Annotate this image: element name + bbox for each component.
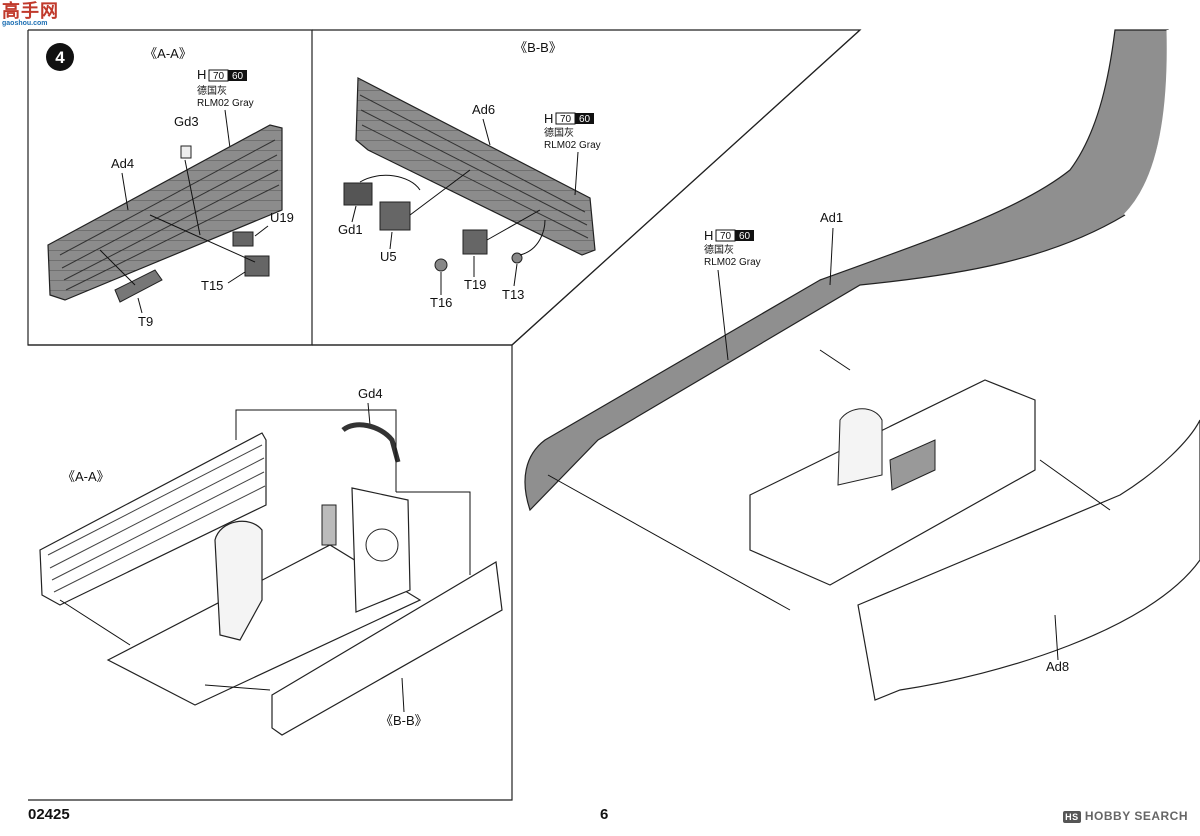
svg-text:H: H [197, 67, 206, 82]
assembly-left-wall [39, 432, 267, 606]
hobby-search-logo-icon: HS [1062, 810, 1081, 823]
panel-aa: 《A-A》 H 70 60 德国灰 RLM02 Gray Ad4 [47, 46, 294, 329]
part-gd4 [341, 422, 401, 463]
paint-callout-bb: H 70 60 德国灰 RLM02 Gray [544, 111, 601, 196]
part-label-t9: T9 [138, 314, 153, 329]
svg-text:RLM02 Gray: RLM02 Gray [197, 98, 254, 109]
assembly-right-wall [271, 561, 503, 736]
svg-text:60: 60 [739, 231, 751, 242]
part-label-u5: U5 [380, 249, 397, 264]
assembly-label-aa: 《A-A》 [62, 469, 110, 484]
section-label-bb: 《B-B》 [514, 40, 562, 55]
part-t19 [462, 229, 488, 255]
assembly-bulkhead [321, 487, 411, 613]
panel-assembly: Gd4 《A-A》 《B-B》 [39, 386, 503, 736]
panel-bb: 《B-B》 Ad6 H 70 60 德国灰 RLM02 Gray Gd1 U5 [338, 40, 601, 310]
part-label-t16: T16 [430, 295, 452, 310]
paint-callout-aa: H 70 60 德国灰 RLM02 Gray [197, 67, 254, 149]
part-ad8-fuselage [857, 419, 1200, 701]
part-gd1 [343, 182, 373, 206]
svg-text:RLM02 Gray: RLM02 Gray [544, 140, 601, 151]
svg-text:德国灰: 德国灰 [544, 126, 574, 139]
part-gd3 [180, 145, 192, 159]
part-ad1-fuselage [524, 29, 1170, 512]
part-ad6-sidewall [355, 77, 596, 256]
part-label-ad1: Ad1 [820, 210, 843, 225]
section-label-aa: 《A-A》 [144, 46, 192, 61]
product-code: 02425 [28, 806, 70, 823]
part-t16 [434, 258, 448, 272]
part-label-t19: T19 [464, 277, 486, 292]
part-label-ad6: Ad6 [472, 102, 495, 117]
part-u5 [379, 201, 411, 231]
part-label-ad8: Ad8 [1046, 659, 1069, 674]
svg-text:RLM02 Gray: RLM02 Gray [704, 257, 761, 268]
panel-fuselage: H 70 60 德国灰 RLM02 Gray Ad1 Ad8 [524, 29, 1200, 701]
part-label-gd3: Gd3 [174, 114, 199, 129]
part-t15 [244, 255, 270, 277]
svg-text:60: 60 [579, 114, 591, 125]
part-label-t15: T15 [201, 278, 223, 293]
svg-text:德国灰: 德国灰 [704, 243, 734, 256]
part-u19 [232, 231, 254, 247]
step-badge: 4 [46, 43, 74, 71]
page-number: 6 [600, 806, 609, 823]
svg-text:H: H [704, 228, 713, 243]
svg-text:德国灰: 德国灰 [197, 84, 227, 97]
part-t13 [511, 252, 523, 264]
part-label-t13: T13 [502, 287, 524, 302]
svg-text:70: 70 [720, 231, 732, 242]
paint-callout-fuselage: H 70 60 德国灰 RLM02 Gray [704, 228, 761, 361]
svg-text:4: 4 [55, 48, 65, 67]
svg-text:70: 70 [560, 114, 572, 125]
panel-borders [27, 29, 862, 801]
svg-text:60: 60 [232, 71, 244, 82]
part-label-gd4: Gd4 [358, 386, 383, 401]
assembly-seat [214, 520, 263, 641]
assembly-label-bb: 《B-B》 [380, 713, 428, 728]
fuselage-cockpit-assembly [749, 379, 1036, 586]
part-label-gd1: Gd1 [338, 222, 363, 237]
svg-text:70: 70 [213, 71, 225, 82]
part-label-ad4: Ad4 [111, 156, 134, 171]
svg-text:H: H [544, 111, 553, 126]
watermark-logo: 高手网 gaoshou.com [2, 1, 59, 27]
part-t9 [114, 269, 163, 303]
part-label-u19: U19 [270, 210, 294, 225]
